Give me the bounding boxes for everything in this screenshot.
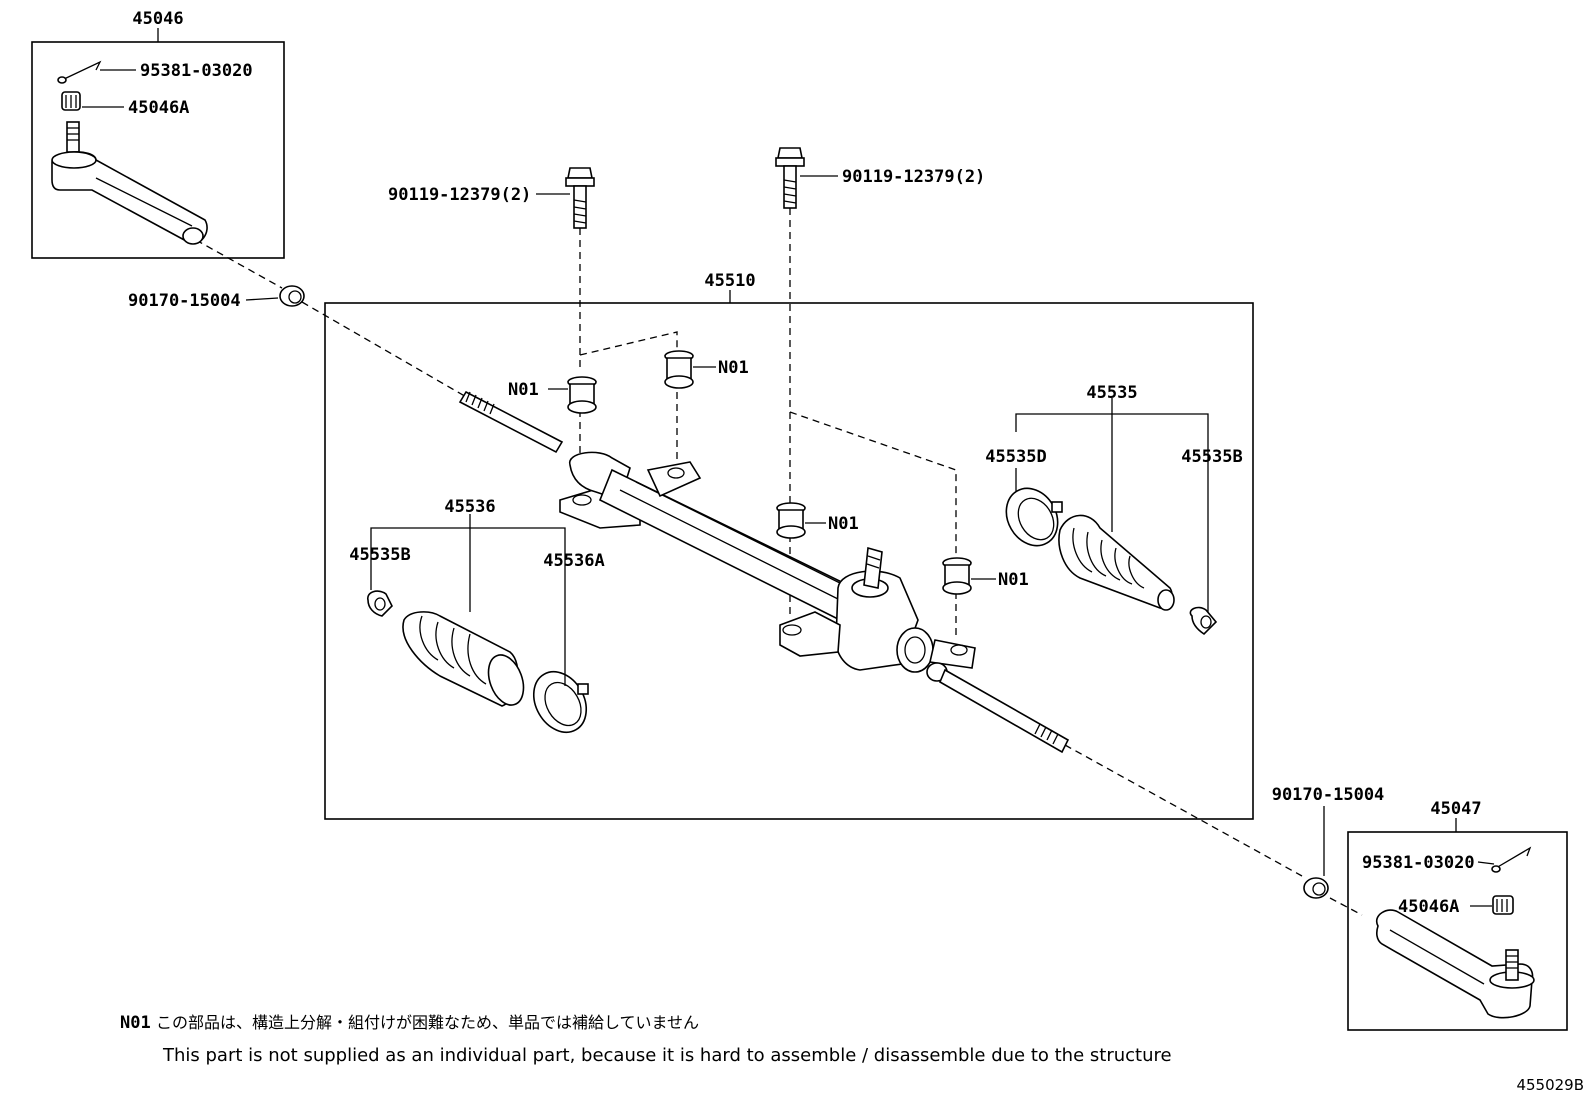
boot-rh bbox=[1005, 487, 1218, 636]
label-n01-d: N01 bbox=[998, 570, 1029, 590]
label-n01-a: N01 bbox=[508, 380, 539, 400]
lock-nut-lh bbox=[279, 285, 305, 307]
gear-assembly-box bbox=[324, 302, 1254, 820]
footnote-code: N01 bbox=[120, 1013, 151, 1033]
label-45535b-lh: 45535B bbox=[349, 545, 410, 565]
label-45510: 45510 bbox=[704, 271, 755, 291]
label-45047: 45047 bbox=[1430, 799, 1481, 819]
diagram-id: 455029B bbox=[1516, 1076, 1584, 1094]
label-bolt-right: 90119-12379(2) bbox=[842, 167, 985, 187]
label-nut-rh: 45046A bbox=[1398, 897, 1459, 917]
footnote-text-en: This part is not supplied as an individu… bbox=[162, 1045, 1172, 1066]
bushing-n01-b bbox=[664, 350, 694, 389]
footnote: N01 この部品は、構造上分解・組付けが困難なため、単品では補給していません T… bbox=[120, 1013, 1172, 1066]
bolt-left bbox=[565, 167, 595, 229]
bushing-n01-d bbox=[942, 557, 972, 595]
tie-rod-end-lh bbox=[51, 60, 208, 245]
bushing-n01-c bbox=[776, 502, 806, 539]
boot-lh bbox=[367, 590, 589, 733]
label-cotter-pin-rh: 95381-03020 bbox=[1362, 853, 1475, 873]
bolt-right bbox=[775, 147, 805, 209]
label-n01-b: N01 bbox=[718, 358, 749, 378]
part-labels: 45046 95381-03020 45046A 90119-12379(2) … bbox=[128, 9, 1482, 917]
leader-lines bbox=[82, 69, 1495, 907]
label-45535b-rh: 45535B bbox=[1181, 447, 1242, 467]
label-45535d: 45535D bbox=[985, 447, 1046, 467]
label-lock-nut-rh: 90170-15004 bbox=[1272, 785, 1385, 805]
label-45535: 45535 bbox=[1086, 383, 1137, 403]
label-cotter-pin-lh: 95381-03020 bbox=[140, 61, 253, 81]
tie-rod-end-rh-box bbox=[1347, 831, 1568, 1031]
label-nut-lh: 45046A bbox=[128, 98, 189, 118]
label-bolt-left: 90119-12379(2) bbox=[388, 185, 531, 205]
label-45536a: 45536A bbox=[543, 551, 604, 571]
label-45046: 45046 bbox=[132, 9, 183, 29]
label-n01-c: N01 bbox=[828, 514, 859, 534]
lock-nut-rh bbox=[1303, 877, 1329, 899]
label-lock-nut-lh: 90170-15004 bbox=[128, 291, 241, 311]
label-45536: 45536 bbox=[444, 497, 495, 517]
bushing-n01-a bbox=[567, 376, 597, 414]
steering-rack-housing bbox=[458, 390, 1070, 754]
tie-rod-end-rh bbox=[1375, 846, 1535, 1019]
footnote-text-ja: この部品は、構造上分解・組付けが困難なため、単品では補給していません bbox=[156, 1013, 699, 1032]
